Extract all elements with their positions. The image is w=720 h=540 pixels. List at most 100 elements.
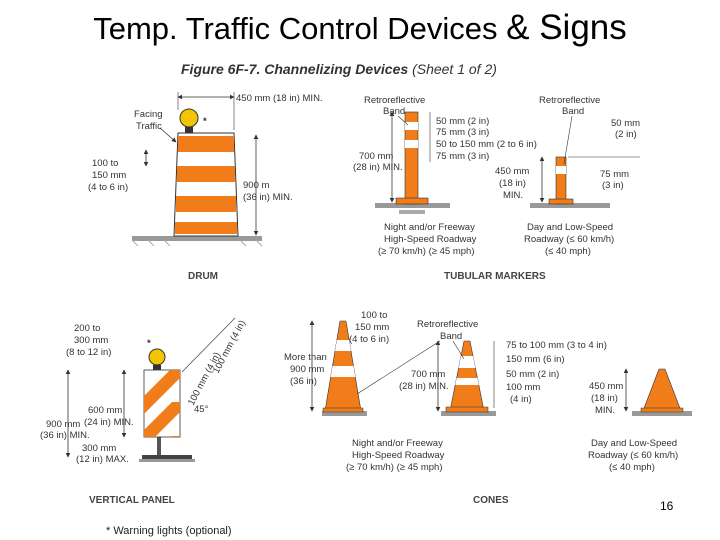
cone-sub-right-3: (≤ 40 mph)	[609, 462, 655, 473]
cone-sub-left-3: (≥ 70 km/h) (≥ 45 mph)	[346, 462, 442, 473]
panel-lamp-mount	[153, 365, 161, 370]
panel-height-dim-2: (36 in) MIN.	[40, 430, 90, 441]
cone-mid-band	[450, 378, 484, 385]
tubular-dim-right-top-2: (2 in)	[615, 129, 637, 140]
tubular-dim-right-mid-2: (3 in)	[602, 180, 624, 191]
tubular-band-right-2: Band	[562, 106, 584, 117]
cone-height-left-2: 900 mm	[290, 364, 324, 375]
drum-stripe	[176, 196, 236, 212]
panel-stripe	[171, 436, 180, 437]
tubular-right-post	[555, 156, 567, 205]
drum-height-label-1: 900 m	[243, 180, 269, 191]
cone-band-leader	[356, 340, 441, 395]
cone-tall-band	[325, 366, 361, 377]
drum-stripe-label-1: 100 to	[92, 158, 118, 169]
drum-caption: DRUM	[188, 271, 218, 282]
slide-title: Temp. Traffic Control Devices & Signs	[0, 8, 720, 48]
cone-small-base	[640, 407, 684, 413]
cone-height-left-3: (36 in)	[290, 376, 317, 387]
vertical-panel-diagram: * 200 to 300 mm (8 to 12 in) 600 mm (24 …	[40, 317, 248, 506]
tubular-band-left-1: Retroreflective	[364, 95, 425, 106]
panel-bottom-dim-2: (12 in) MAX.	[76, 454, 129, 465]
cone-tall-ground	[322, 411, 367, 416]
cone-sub-left-1: Night and/or Freeway	[352, 438, 443, 449]
slide-title-main: Temp. Traffic Control Devices	[93, 11, 498, 46]
tubular-right-band	[556, 166, 566, 174]
panel-stripes	[144, 370, 180, 437]
tubular-band-left-leader	[397, 115, 409, 126]
figure-title: Figure 6F-7. Channelizing Devices (Sheet…	[181, 61, 497, 77]
cone-height-left-1: More than	[284, 352, 327, 363]
tubular-dim-left-3: 50 to 150 mm (2 to 6 in)	[436, 139, 537, 150]
drum-width-label: 450 mm (18 in) MIN.	[236, 93, 323, 104]
drum-facing-arrow	[159, 127, 177, 143]
cone-dim-right-3: 50 mm (2 in)	[506, 369, 559, 380]
drum-height-label-2: (36 in) MIN.	[243, 192, 293, 203]
panel-star: *	[147, 338, 151, 349]
drum-warning-light	[179, 108, 199, 128]
cone-dim-right-5: (4 in)	[510, 394, 532, 405]
page-number: 16	[660, 499, 674, 513]
cone-dim-right-1: 75 to 100 mm (3 to 4 in)	[506, 340, 607, 351]
tubular-sub-right-1: Day and Low-Speed	[527, 222, 613, 233]
drum-diagram: * Facing Traffic 450 mm (18 in) MIN. 100…	[88, 92, 323, 282]
cone-tall-band	[325, 340, 361, 351]
drum-stripe	[178, 136, 234, 152]
cone-tall-base	[322, 407, 364, 413]
drum-facing-traffic-2: Traffic	[136, 121, 162, 132]
cone-small-ground	[632, 411, 692, 416]
cone-mid-base	[445, 406, 489, 413]
cone-dim-right-2: 150 mm (6 in)	[506, 354, 565, 365]
tubular-left-band	[405, 140, 418, 148]
tubular-height-left-1: 700 mm	[359, 151, 393, 162]
footnote: * Warning lights (optional)	[106, 525, 232, 537]
panel-top-dim-3: (8 to 12 in)	[66, 347, 111, 358]
slide-title-amp: & Signs	[506, 8, 627, 47]
panel-height-dim-1: 900 mm	[46, 419, 80, 430]
tubular-band-left-2: Band	[383, 106, 405, 117]
panel-warning-light	[148, 348, 166, 366]
tubular-dim-right-mid-1: 75 mm	[600, 169, 629, 180]
panel-ground	[139, 459, 195, 462]
cone-height-mid-2: (28 in) MIN.	[399, 381, 449, 392]
panel-bottom-dim-1: 300 mm	[82, 443, 116, 454]
panel-stripe	[144, 402, 180, 437]
tubular-sub-right-3: (≤ 40 mph)	[545, 246, 591, 257]
panel-angle: 45°	[194, 404, 209, 415]
tubular-band-right-leader	[563, 115, 573, 165]
tubular-dim-left-1: 50 mm (2 in)	[436, 116, 489, 127]
cones-caption: CONES	[473, 495, 509, 506]
cone-stripe-dim-2: 150 mm	[355, 322, 389, 333]
drum-lamp-mount	[185, 127, 193, 133]
cones-diagram: More than 900 mm (36 in) 100 to 150 mm (…	[284, 310, 692, 506]
cone-sub-right-2: Roadway (≤ 60 km/h)	[588, 450, 678, 461]
tubular-markers-diagram: Retroreflective Band 50 mm (2 in) 75 mm …	[353, 95, 640, 282]
cone-stripe-dim-3: (4 to 6 in)	[349, 334, 389, 345]
cone-small-body	[642, 368, 682, 412]
cone-height-right-1: 450 mm	[589, 381, 623, 392]
panel-mid-dim-2: (24 in) MIN.	[84, 417, 134, 428]
panel-caption: VERTICAL PANEL	[89, 495, 175, 506]
cone-stripe-dim-1: 100 to	[361, 310, 387, 321]
cone-band-leader	[452, 340, 465, 360]
tubular-left-base-shadow	[399, 210, 425, 214]
drum-star: *	[203, 116, 207, 127]
panel-top-dim-1: 200 to	[74, 323, 100, 334]
drum-facing-traffic-1: Facing	[134, 109, 163, 120]
tubular-left-base	[395, 197, 429, 205]
cone-sub-right-1: Day and Low-Speed	[591, 438, 677, 449]
cone-band-1: Retroreflective	[417, 319, 478, 330]
tubular-height-right-2: (18 in)	[499, 178, 526, 189]
cone-mid-band	[450, 356, 484, 368]
tubular-caption: TUBULAR MARKERS	[444, 271, 546, 282]
cone-mid-body	[449, 340, 485, 412]
drum-stripe	[175, 222, 237, 234]
tubular-sub-left-2: High-Speed Roadway	[384, 234, 477, 245]
panel-top-dim-2: 300 mm	[74, 335, 108, 346]
cone-height-right-3: MIN.	[595, 405, 615, 416]
panel-base	[142, 455, 192, 459]
cone-height-mid-1: 700 mm	[411, 369, 445, 380]
tubular-dim-left-2: 75 mm (3 in)	[436, 127, 489, 138]
panel-stripe	[144, 370, 180, 414]
